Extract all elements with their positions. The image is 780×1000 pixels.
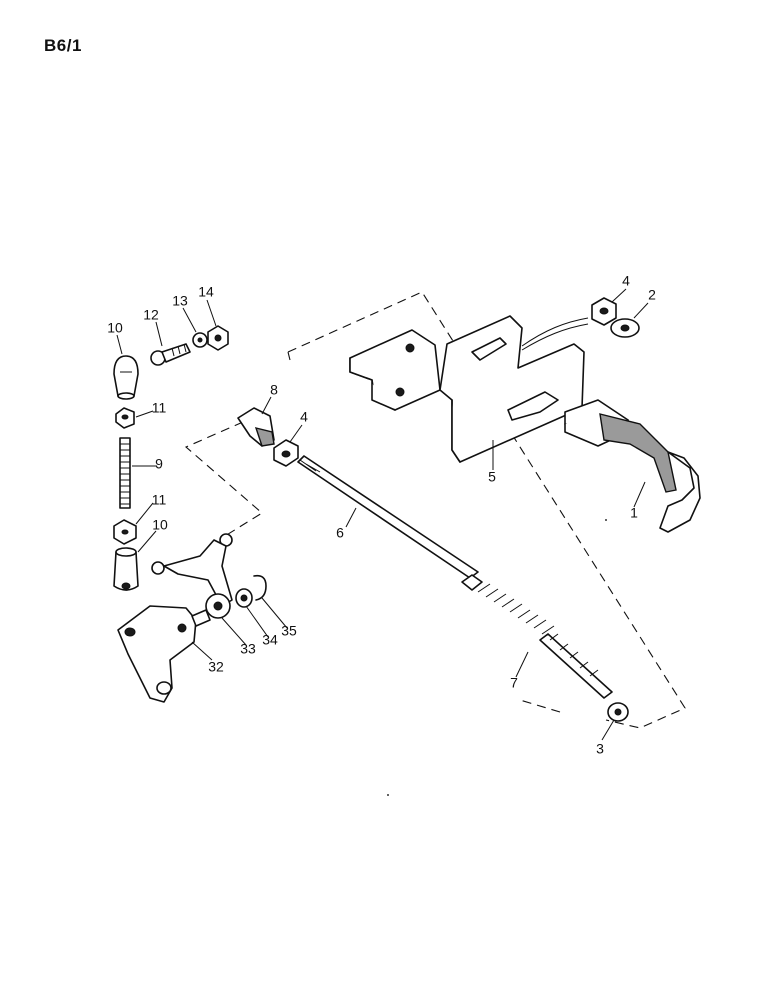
washer-part-34	[235, 588, 253, 608]
callout-7: 7	[510, 675, 518, 691]
page-title: B6/1	[44, 36, 82, 55]
spring-washer-part-13	[192, 332, 208, 348]
nut-part-11-bottom	[113, 519, 137, 545]
callout-2: 2	[648, 287, 656, 303]
bush-part-33	[205, 593, 231, 619]
speck-mark	[605, 519, 607, 521]
callout-11-top: 11	[152, 400, 167, 416]
callout-10-top: 10	[107, 320, 123, 336]
callout-12: 12	[143, 307, 159, 323]
callout-11-bottom: 11	[152, 492, 167, 508]
leader-lines	[116, 288, 649, 741]
callout-33: 33	[240, 641, 256, 657]
callout-10-bottom: 10	[152, 517, 168, 533]
ball-socket-part-10-bottom	[113, 547, 139, 591]
t-handle-part-1	[564, 399, 701, 533]
assembly-outline-main	[287, 291, 686, 729]
callout-6: 6	[336, 525, 344, 541]
callout-8: 8	[270, 382, 278, 398]
callout-4-mid: 4	[300, 409, 308, 425]
nut-part-4-mid	[273, 439, 299, 467]
bracket-part-5	[349, 315, 589, 463]
speck-mark	[387, 794, 389, 796]
ball-stud-part-12	[150, 343, 191, 366]
callout-14: 14	[198, 284, 214, 300]
callout-13: 13	[172, 293, 188, 309]
assembly-outline-lever	[184, 421, 263, 537]
callout-1: 1	[630, 505, 638, 521]
washer-part-3	[607, 702, 629, 722]
callout-9: 9	[155, 456, 163, 472]
callout-3: 3	[596, 741, 604, 757]
callout-32: 32	[208, 659, 224, 675]
nut-part-14	[207, 325, 229, 351]
spring-part-7	[477, 583, 613, 699]
clip-part-35	[253, 574, 267, 601]
washer-part-2	[610, 318, 640, 338]
callout-34: 34	[262, 632, 278, 648]
callout-5: 5	[488, 469, 496, 485]
nut-part-11-top	[115, 407, 135, 429]
threaded-rod-part-9	[119, 437, 131, 509]
bracket-plate-part-32	[117, 605, 211, 703]
ball-socket-part-10-top	[113, 355, 139, 400]
clevis-part-8	[237, 407, 275, 447]
nut-part-4-top	[591, 297, 617, 326]
rod-part-6	[297, 455, 483, 591]
callout-4-top: 4	[622, 273, 630, 289]
callout-35: 35	[281, 623, 297, 639]
lever-arm	[151, 533, 233, 607]
